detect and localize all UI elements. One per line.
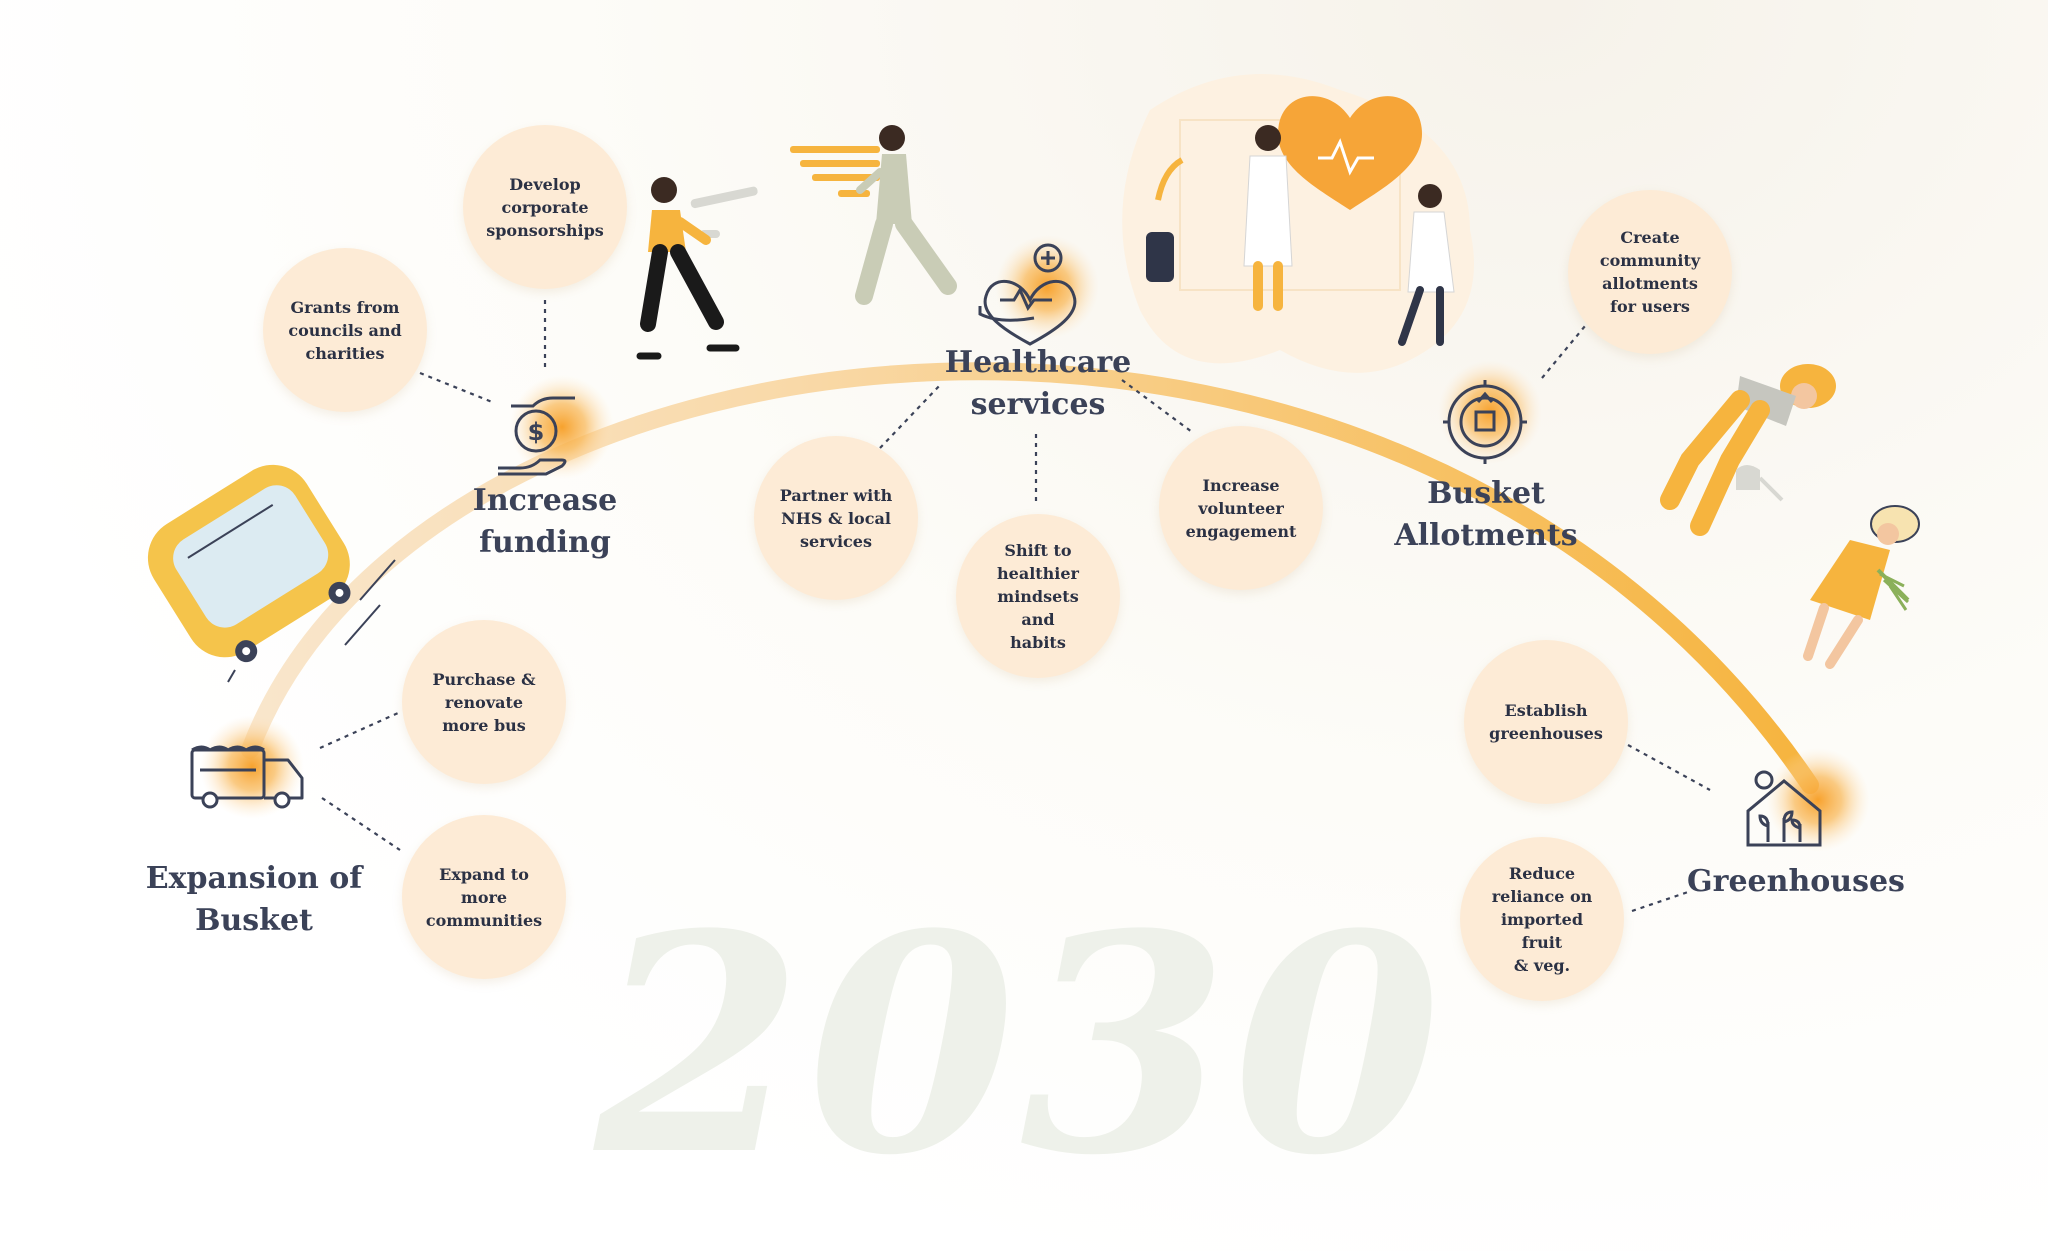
running-woman-illustration	[790, 125, 957, 305]
milestone-title-funding: Increase funding	[450, 480, 640, 564]
bubble-line: Expand to	[439, 864, 529, 884]
milestone-title-allotments: Busket Allotments	[1380, 473, 1592, 557]
bubble-line: allotments	[1602, 274, 1698, 293]
bubble-line: Reduce	[1508, 863, 1576, 883]
bubble-line: renovate	[444, 692, 524, 712]
woman-with-vegetables-illustration	[1803, 505, 1920, 669]
bubble-line: Grants from	[290, 297, 400, 317]
bubble-line: for users	[1610, 297, 1690, 316]
bubble-line: greenhouses	[1489, 724, 1603, 743]
roadmap-arc	[241, 362, 1819, 794]
bubble-grants: Grants from councils and charities	[263, 248, 427, 412]
bubble-line: NHS & local	[781, 508, 891, 528]
milestone-title-line: Expansion of	[145, 861, 363, 896]
year-watermark: 2030	[590, 868, 1446, 1221]
heart-care-icon	[978, 243, 1077, 346]
money-hand-icon: $	[498, 396, 575, 476]
bubble-line: mindsets and	[997, 586, 1079, 629]
milestone-glow	[1766, 748, 1870, 852]
doctors-heart-illustration	[1122, 74, 1474, 373]
bubble-reduce-imports: Reduce reliance on imported fruit & veg.	[1460, 837, 1624, 1001]
milestone-title-line: Healthcare	[944, 345, 1132, 380]
bubble-line: community	[1599, 251, 1701, 270]
milestone-title-line: Busket	[195, 903, 313, 938]
bubble-partner-nhs: Partner with NHS & local services	[754, 436, 918, 600]
gardener-watering-illustration	[1660, 364, 1836, 536]
milestone-title-line: Allotments	[1394, 518, 1578, 553]
milestone-glow	[995, 235, 1099, 339]
bubble-expand-communities: Expand to more communities	[402, 815, 566, 979]
bubble-line: more bus	[442, 715, 526, 735]
running-man-illustration	[636, 177, 758, 360]
bubble-line: Partner with	[779, 485, 893, 505]
bus-motion-lines	[227, 559, 396, 683]
bubble-establish-greenhouses: Establish greenhouses	[1464, 640, 1628, 804]
connector-lines	[319, 300, 1711, 913]
milestone-title-line: services	[970, 387, 1106, 422]
bubble-corporate-sponsorships: Develop corporate sponsorships	[463, 125, 627, 289]
bubble-line: engagement	[1185, 521, 1297, 541]
food-truck-icon	[190, 745, 304, 809]
bubble-line: sponsorships	[486, 220, 604, 240]
bubble-line: Create	[1620, 228, 1680, 247]
bubble-line: volunteer	[1198, 498, 1284, 518]
bubble-line: healthier	[997, 563, 1079, 583]
bubble-line: services	[800, 531, 872, 551]
bubble-line: councils and	[288, 320, 402, 340]
milestone-title-healthcare: Healthcare services	[938, 342, 1138, 426]
allotment-gear-icon	[1443, 380, 1527, 464]
bubble-line: imported fruit	[1500, 909, 1584, 952]
greenhouse-icon	[1746, 770, 1822, 847]
bubble-line: charities	[305, 343, 385, 363]
svg-text:$: $	[528, 418, 545, 446]
bubble-line: Increase	[1202, 475, 1280, 495]
bubble-line: more	[460, 887, 508, 907]
milestone-title-line: Busket	[1427, 476, 1545, 511]
bubble-line: Shift to	[1004, 540, 1072, 560]
milestone-title-expansion: Expansion of Busket	[120, 858, 388, 942]
bubble-healthier-mindsets: Shift to healthier mindsets and habits	[956, 514, 1120, 678]
bubble-line: habits	[1010, 632, 1066, 652]
bubble-line: communities	[425, 910, 543, 930]
bubble-line: Purchase &	[432, 669, 536, 689]
bubble-purchase-renovate-bus: Purchase & renovate more bus	[402, 620, 566, 784]
bubble-line: corporate	[501, 197, 589, 217]
bubble-line: Develop	[509, 174, 581, 194]
milestone-title-line: Increase	[472, 483, 618, 518]
milestone-glow	[510, 375, 614, 479]
bubble-line: reliance on	[1491, 886, 1593, 906]
milestone-title-greenhouses: Greenhouses	[1680, 861, 1912, 903]
bubble-line: Establish	[1504, 701, 1588, 720]
milestone-title-line: funding	[479, 525, 611, 560]
milestone-title-line: Greenhouses	[1687, 864, 1905, 899]
bubble-community-allotments: Create community allotments for users	[1568, 190, 1732, 354]
bus-illustration	[147, 464, 351, 663]
bubble-line: & veg.	[1513, 955, 1571, 975]
bubble-volunteer-engagement: Increase volunteer engagement	[1159, 426, 1323, 590]
